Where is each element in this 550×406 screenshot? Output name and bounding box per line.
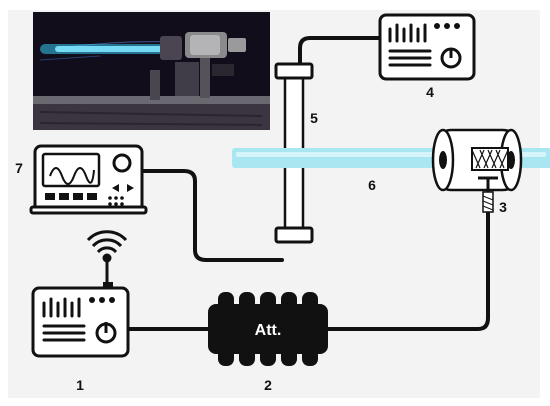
label-plasma-tube: 6: [368, 177, 376, 193]
label-gas-tube: 5: [310, 110, 318, 126]
label-generator: 1: [76, 377, 84, 393]
attenuator-label: Att.: [255, 322, 282, 339]
antenna-icon: [86, 230, 128, 288]
attenuator-icon: Att.: [208, 292, 328, 366]
cable-oscilloscope-tube: [140, 169, 284, 262]
label-power-supply: 4: [426, 84, 434, 100]
cable-attenuator-coupler: [326, 208, 490, 331]
label-attenuator: 2: [264, 377, 272, 393]
signal-generator-icon: [31, 286, 130, 358]
label-coupler: 3: [499, 199, 507, 215]
oscilloscope-icon: [29, 144, 148, 215]
photo-plasma-jet: [33, 12, 270, 130]
cable-supply-tube: [298, 36, 382, 65]
cables: [126, 36, 490, 331]
label-oscilloscope: 7: [15, 160, 23, 176]
coaxial-coupler-icon: [431, 128, 523, 213]
power-supply-icon: [378, 13, 476, 81]
